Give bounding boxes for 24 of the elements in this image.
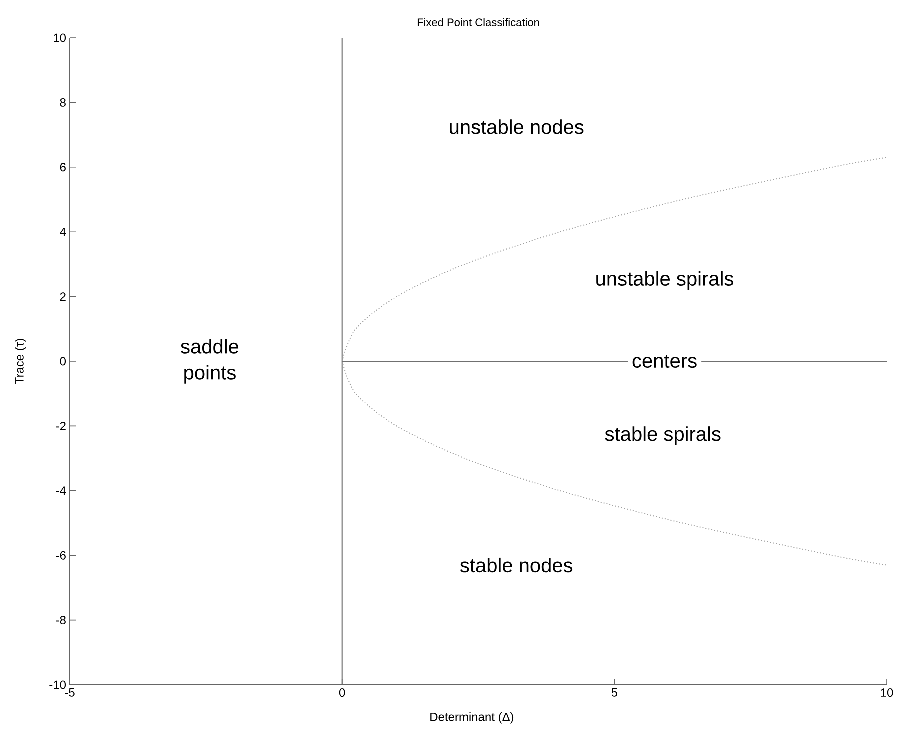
region-label: unstable spirals [596, 271, 734, 290]
region-label: unstable nodes [450, 120, 584, 134]
y-tick-label: 8 [60, 98, 66, 107]
y-axis-title: Trace (τ) [15, 339, 26, 384]
chart-title: Fixed Point Classification [418, 18, 540, 26]
y-tick-label: 4 [60, 228, 66, 236]
region-label: stable nodes [460, 558, 573, 573]
y-tick-label: 2 [60, 292, 66, 301]
x-tick-label: 5 [612, 688, 618, 697]
y-tick-label: -8 [56, 616, 66, 625]
x-tick-label: 10 [881, 688, 894, 698]
region-label: centers [632, 354, 697, 368]
region-label: saddle points [181, 339, 239, 384]
y-tick-label: -10 [50, 680, 66, 690]
y-tick-label: 10 [54, 34, 66, 42]
y-tick-label: -6 [56, 551, 66, 560]
x-tick-label: 0 [339, 688, 346, 698]
x-tick-label: -5 [65, 688, 75, 697]
region-label: stable spirals [605, 426, 721, 446]
y-tick-label: -2 [56, 422, 66, 430]
y-tick-label: -4 [56, 486, 66, 496]
x-axis-title: Determinant (Δ) [430, 712, 514, 724]
y-tick-label: 6 [60, 163, 66, 172]
y-tick-label: 0 [60, 357, 66, 366]
